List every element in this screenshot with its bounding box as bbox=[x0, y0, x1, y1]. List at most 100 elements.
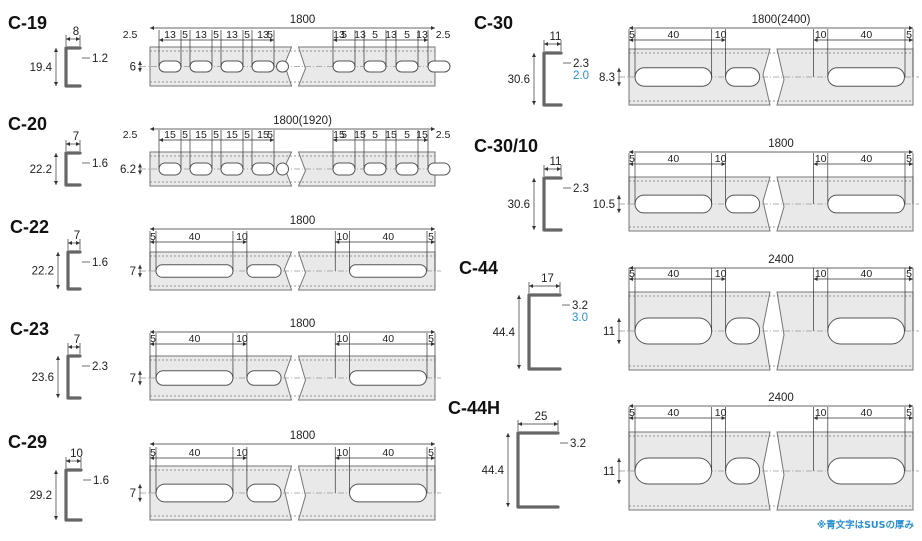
arrow-head bbox=[813, 277, 818, 281]
spacing-value: 15 bbox=[354, 129, 366, 141]
spacing-value: 10 bbox=[815, 268, 827, 280]
arrow-head bbox=[431, 330, 435, 334]
spacing-value: 5 bbox=[267, 129, 273, 141]
arrow-head bbox=[76, 142, 80, 146]
arrow-head bbox=[629, 162, 633, 166]
slot-hole bbox=[427, 60, 451, 73]
hole-height: 7 bbox=[130, 488, 136, 500]
spacing-value: 15 bbox=[164, 129, 176, 141]
arrow-head bbox=[150, 227, 154, 231]
spacing-value: 15 bbox=[226, 129, 238, 141]
arrow-head bbox=[909, 150, 913, 154]
spacing-value: 5 bbox=[906, 268, 912, 280]
rail-label: C-22 bbox=[10, 217, 49, 237]
arrow-head bbox=[56, 356, 60, 360]
spacing-value: 5 bbox=[244, 129, 250, 141]
rail-length: 1800 bbox=[290, 14, 316, 26]
spacing-value: 5 bbox=[244, 29, 250, 41]
spacing-value: 13 bbox=[416, 29, 428, 41]
slot-hole bbox=[634, 67, 713, 87]
arrow-head bbox=[629, 150, 633, 154]
arrow-head bbox=[138, 484, 142, 489]
profile-shape bbox=[527, 293, 562, 371]
rail-label: C-30/10 bbox=[474, 136, 538, 156]
arrow-head bbox=[333, 138, 337, 142]
slot-hole bbox=[395, 162, 419, 176]
slot-hole bbox=[634, 457, 713, 485]
arrow-head bbox=[76, 345, 80, 349]
arrow-head bbox=[150, 240, 154, 244]
spacing-value: 5 bbox=[629, 153, 635, 165]
arrow-head bbox=[544, 167, 548, 171]
spacing-value: 40 bbox=[189, 333, 201, 345]
arrow-head bbox=[532, 53, 536, 57]
spacing-value: 5 bbox=[341, 129, 347, 141]
slot-hole bbox=[349, 370, 427, 386]
profile-width: 7 bbox=[74, 334, 80, 346]
spacing-value: 13 bbox=[385, 29, 397, 41]
arrow-head bbox=[617, 208, 621, 213]
profile-shape bbox=[66, 354, 82, 400]
slot-hole bbox=[827, 194, 905, 214]
arrow-head bbox=[556, 284, 560, 288]
profile-width: 7 bbox=[73, 131, 79, 143]
profile-height: 30.6 bbox=[508, 199, 530, 211]
spacing-value: 40 bbox=[861, 153, 873, 165]
rail-label: C-29 bbox=[8, 432, 47, 452]
arrow-head bbox=[54, 48, 58, 52]
spacing-value: 5 bbox=[150, 447, 156, 459]
rail-label: C-20 bbox=[8, 114, 47, 134]
arrow-head bbox=[617, 340, 621, 344]
arrow-head bbox=[813, 38, 818, 42]
slot-hole-partial bbox=[276, 60, 289, 73]
spacing-value: 5 bbox=[267, 29, 273, 41]
slot-hole bbox=[158, 162, 182, 176]
spacing-value: 40 bbox=[861, 407, 873, 419]
arrow-head bbox=[721, 277, 726, 281]
arrow-head bbox=[629, 277, 633, 281]
spacing-value: 10 bbox=[815, 153, 827, 165]
profile-shape bbox=[64, 468, 83, 522]
arrow-head bbox=[242, 456, 247, 460]
profile-shape bbox=[66, 250, 82, 291]
profile-thickness: 2.3 bbox=[573, 58, 589, 70]
spacing-value: 5 bbox=[341, 29, 347, 41]
spacing-value: 10 bbox=[715, 268, 727, 280]
arrow-head bbox=[909, 162, 913, 166]
slot-hole-partial bbox=[725, 457, 761, 485]
arrow-head bbox=[54, 516, 58, 520]
arrow-head bbox=[629, 404, 633, 408]
profile-width: 8 bbox=[73, 26, 79, 38]
profile-thickness-sus: 2.0 bbox=[573, 70, 589, 82]
profile-shape bbox=[64, 46, 82, 88]
slot-hole bbox=[349, 264, 427, 278]
spacing-value: 5 bbox=[629, 268, 635, 280]
spacing-value: 5 bbox=[150, 333, 156, 345]
spacing-value: 10 bbox=[337, 231, 349, 243]
spacing-value: 40 bbox=[382, 333, 394, 345]
arrow-head bbox=[66, 459, 70, 463]
spacing-value: 40 bbox=[667, 153, 679, 165]
arrow-head bbox=[150, 330, 154, 334]
slot-hole bbox=[155, 370, 234, 386]
profile-width: 11 bbox=[550, 156, 562, 168]
rail-label: C-30 bbox=[474, 13, 513, 33]
arrow-head bbox=[242, 342, 247, 346]
arrow-head bbox=[138, 68, 142, 72]
arrow-head bbox=[909, 404, 913, 408]
arrow-head bbox=[335, 240, 340, 244]
arrow-head bbox=[76, 37, 80, 41]
spacing-value: 5 bbox=[372, 29, 378, 41]
slot-hole bbox=[634, 194, 713, 214]
profile-width: 25 bbox=[535, 411, 548, 423]
hole-height: 11 bbox=[603, 466, 615, 478]
arrow-head bbox=[54, 153, 58, 157]
arrow-head bbox=[813, 162, 818, 166]
spacing-value: 5 bbox=[629, 29, 635, 41]
hole-height: 7 bbox=[130, 373, 136, 385]
arrow-head bbox=[617, 82, 621, 87]
slot-hole bbox=[427, 162, 451, 176]
slot-hole-partial bbox=[276, 162, 289, 176]
spacing-value: 13 bbox=[333, 29, 345, 41]
